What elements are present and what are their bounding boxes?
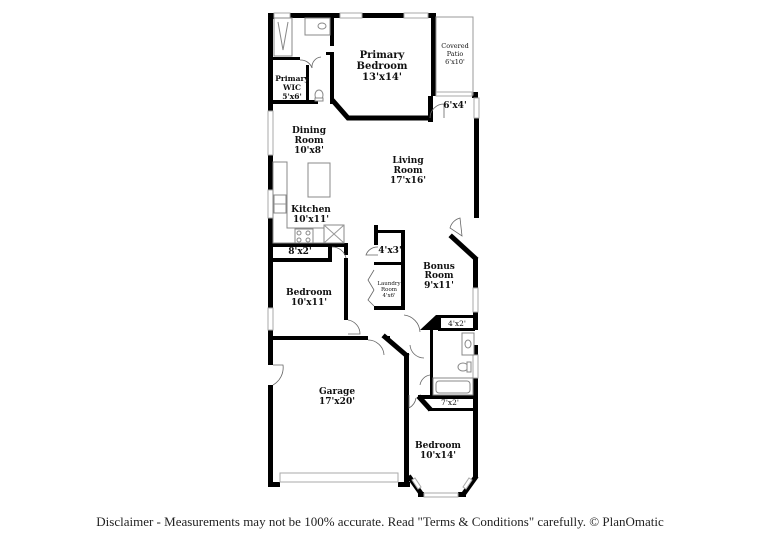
- doors: [272, 56, 463, 409]
- svg-text:10'x11': 10'x11': [291, 298, 327, 308]
- fixtures: [272, 17, 475, 396]
- svg-text:Bonus: Bonus: [423, 262, 455, 272]
- label-bedroom-3: Bedroom 10'x14': [415, 441, 461, 461]
- label-primary-wic: Primary WIC 5'x6': [275, 74, 309, 101]
- svg-text:Laundry: Laundry: [377, 281, 401, 287]
- svg-text:5'x6': 5'x6': [282, 92, 302, 101]
- label-bonus-room: Bonus Room 9'x11': [423, 262, 455, 291]
- svg-text:6'x10': 6'x10': [445, 58, 465, 66]
- svg-text:Living: Living: [392, 156, 424, 166]
- svg-text:Kitchen: Kitchen: [291, 205, 331, 215]
- svg-text:Covered: Covered: [441, 42, 469, 50]
- disclaimer-text: Disclaimer - Measurements may not be 100…: [96, 514, 664, 529]
- svg-text:13'x14': 13'x14': [362, 72, 402, 83]
- label-garage: Garage 17'x20': [319, 387, 355, 407]
- label-primary-bedroom: Primary Bedroom 13'x14': [357, 50, 408, 83]
- label-closet-7x2: 7'x2': [441, 398, 459, 407]
- svg-text:4'x6': 4'x6': [382, 293, 395, 299]
- label-living-room: Living Room 17'x16': [390, 156, 426, 186]
- svg-text:Garage: Garage: [319, 387, 355, 397]
- svg-text:17'x16': 17'x16': [390, 176, 426, 186]
- label-dining-room: Dining Room 10'x8': [292, 126, 327, 156]
- label-bedroom-2: Bedroom 10'x11': [286, 288, 332, 308]
- svg-text:Room: Room: [393, 166, 422, 176]
- label-laundry-room: Laundry Room 4'x6': [377, 281, 401, 299]
- svg-text:Room: Room: [381, 287, 398, 293]
- covered-patio-outline: [435, 16, 474, 97]
- label-closet-6x4: 6'x4': [443, 101, 466, 111]
- label-kitchen: Kitchen 10'x11': [291, 205, 331, 225]
- label-closet-4x3: 4'x3': [378, 246, 401, 256]
- svg-text:Primary: Primary: [360, 50, 406, 61]
- label-closet-4x2: 4'x2': [448, 319, 466, 328]
- svg-text:10'x11': 10'x11': [293, 215, 329, 225]
- svg-text:Patio: Patio: [447, 50, 464, 58]
- svg-text:Primary: Primary: [275, 74, 309, 83]
- svg-text:9'x11': 9'x11': [424, 281, 454, 291]
- svg-text:Room: Room: [424, 271, 453, 281]
- svg-text:Bedroom: Bedroom: [286, 288, 332, 298]
- svg-text:Bedroom: Bedroom: [415, 441, 461, 451]
- svg-text:Room: Room: [294, 136, 323, 146]
- room-labels: Primary Bedroom 13'x14' Covered Patio 6'…: [275, 42, 469, 461]
- svg-text:17'x20': 17'x20': [319, 397, 355, 407]
- svg-text:10'x8': 10'x8': [294, 146, 324, 156]
- label-closet-8x2: 8'x2': [288, 247, 311, 257]
- svg-text:Dining: Dining: [292, 126, 327, 136]
- svg-text:Bedroom: Bedroom: [357, 61, 408, 72]
- windows: [267, 12, 480, 498]
- svg-text:10'x14': 10'x14': [420, 451, 456, 461]
- svg-text:WIC: WIC: [282, 83, 301, 92]
- label-covered-patio: Covered Patio 6'x10': [441, 42, 469, 66]
- interior-walls: [268, 18, 476, 412]
